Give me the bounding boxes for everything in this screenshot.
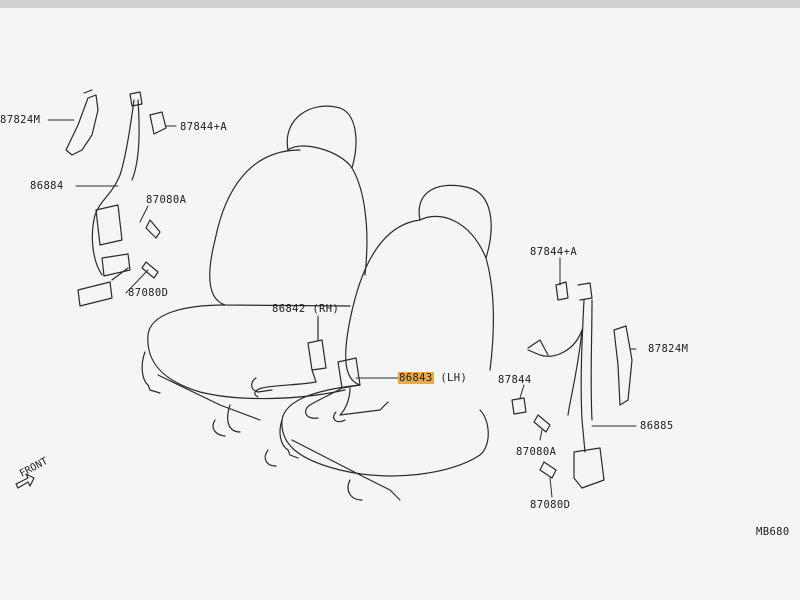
label-86884: 86884 (30, 180, 64, 192)
lh-buckle-drawing (304, 357, 389, 423)
label-87844a-top: 87844+A (180, 121, 228, 133)
label-86842-rh: 86842 (RH) (272, 303, 340, 315)
label-87844: 87844 (498, 374, 532, 386)
label-86843-lh: 86843 (LH) (398, 372, 468, 384)
rh-buckle-drawing (251, 317, 327, 398)
label-87824m-left: 87824M (0, 114, 41, 126)
label-87080d-left: 87080D (128, 287, 169, 299)
lh-seat-drawing (264, 184, 494, 501)
leader-lines (47, 119, 637, 498)
label-87080a-left: 87080A (146, 194, 187, 206)
right-retractor-drawing (511, 281, 633, 489)
label-87824m-right: 87824M (648, 343, 689, 355)
front-arrow-icon (15, 473, 35, 489)
highlight-86843: 86843 (398, 372, 434, 384)
monitor-bezel (0, 0, 800, 8)
rh-seat-drawing (141, 105, 368, 437)
label-86885: 86885 (640, 420, 674, 432)
left-retractor-drawing (65, 89, 167, 307)
label-87080a-right: 87080A (516, 446, 557, 458)
label-87844a-right: 87844+A (530, 246, 578, 258)
diagram-code: MB680 (756, 526, 790, 538)
label-87080d-right: 87080D (530, 499, 571, 511)
